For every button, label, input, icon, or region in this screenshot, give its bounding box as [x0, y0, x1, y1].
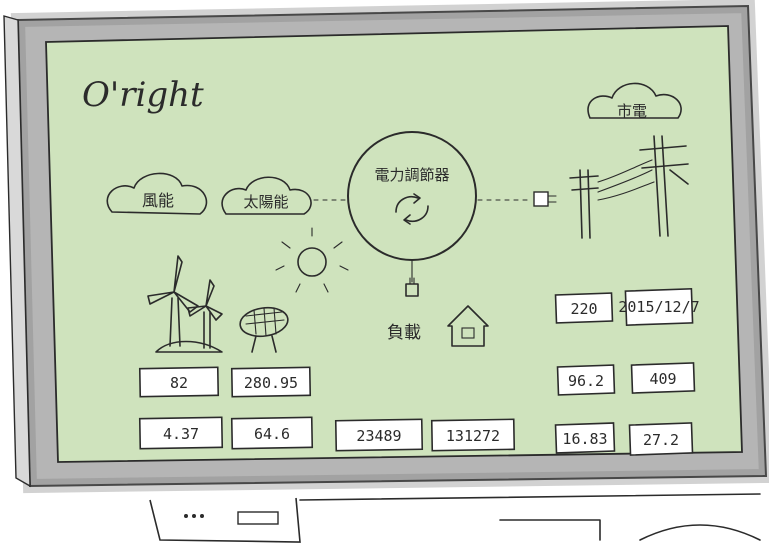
power-pole-icon [569, 135, 689, 239]
sun-icon [275, 227, 349, 293]
readout-grid-bottom-right: 27.2 [628, 422, 694, 456]
readout-grid-voltage: 220 [554, 292, 614, 324]
load-group: 負載 [387, 277, 489, 347]
readout-solar-bottom: 64.6 [230, 416, 314, 450]
svg-text:64.6: 64.6 [254, 425, 290, 443]
wind-cloud: 風能 [106, 172, 208, 215]
svg-text:4.37: 4.37 [163, 425, 199, 443]
cloud-icon [587, 82, 682, 119]
readout-load-left: 23489 [334, 418, 424, 452]
svg-text:280.95: 280.95 [244, 374, 298, 392]
svg-text:220: 220 [570, 300, 597, 318]
cloud-icon [106, 172, 208, 215]
readout-grid-date: 2015/12/7 [618, 288, 700, 326]
solar-label: 太陽能 [243, 193, 288, 211]
svg-text:131272: 131272 [446, 427, 500, 445]
wind-turbine-icon [147, 255, 223, 353]
recycle-icon [395, 193, 429, 225]
grid-label: 市電 [617, 102, 647, 120]
solar-cloud: 太陽能 [221, 176, 312, 215]
controller-label: 電力調節器 [374, 166, 449, 184]
readout-wind-top: 82 [138, 366, 220, 398]
readout-grid-mid-left: 96.2 [556, 364, 616, 396]
readout-wind-bottom: 4.37 [138, 416, 224, 450]
readout-load-right: 131272 [430, 418, 516, 452]
wind-label: 風能 [142, 191, 174, 210]
svg-text:96.2: 96.2 [568, 372, 604, 390]
readout-solar-top: 280.95 [230, 366, 312, 398]
svg-text:23489: 23489 [356, 427, 401, 445]
svg-text:27.2: 27.2 [643, 431, 679, 449]
svg-text:409: 409 [649, 370, 676, 388]
plug-icon [533, 191, 557, 207]
house-icon [447, 305, 489, 347]
svg-text:16.83: 16.83 [562, 430, 607, 448]
readout-grid-mid-right: 409 [630, 362, 696, 394]
svg-text:82: 82 [170, 374, 188, 392]
logo-text: O'right [82, 75, 204, 115]
load-label: 負載 [387, 323, 421, 343]
solar-panel-icon [239, 306, 289, 353]
cloud-icon [221, 176, 312, 215]
power-controller: 電力調節器 [347, 131, 477, 261]
readout-grid-bottom-left: 16.83 [554, 422, 616, 454]
svg-text:2015/12/7: 2015/12/7 [618, 298, 699, 316]
grid-cloud: 市電 [587, 82, 682, 120]
